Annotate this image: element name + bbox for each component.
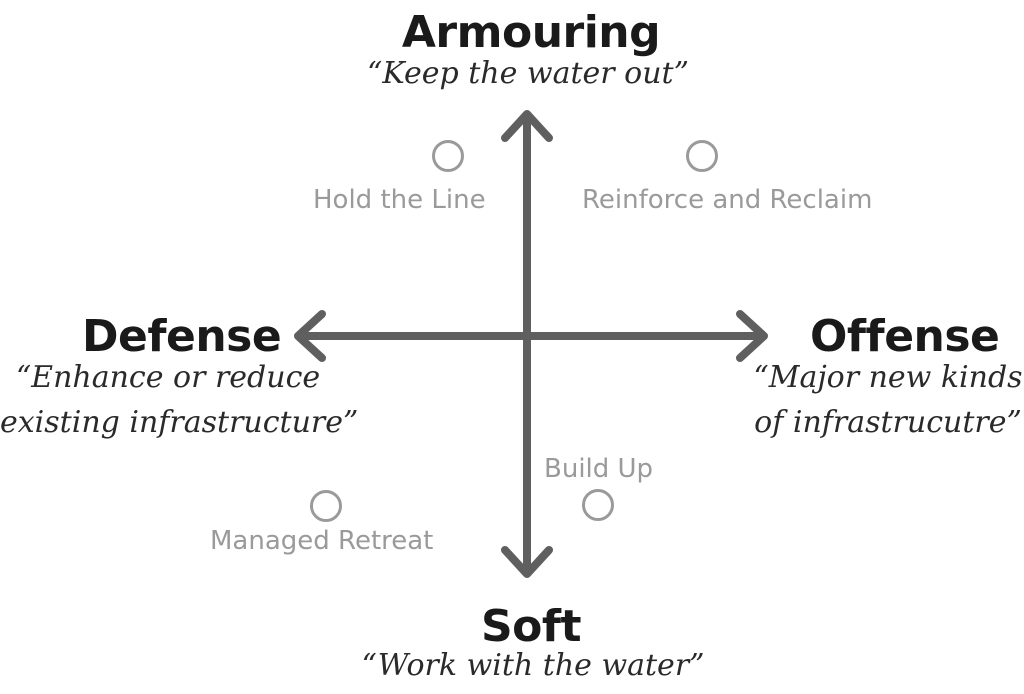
- defense-title: Defense: [82, 311, 282, 362]
- build-up-marker: [582, 489, 614, 521]
- soft-subtitle: “Work with the water”: [361, 648, 705, 683]
- hold-the-line-marker: [432, 140, 464, 172]
- soft-title: Soft: [480, 601, 582, 652]
- managed-retreat-marker: [310, 490, 342, 522]
- armouring-subtitle: “Keep the water out”: [367, 56, 689, 91]
- arrowhead-right: [736, 310, 768, 362]
- managed-retreat-label: Managed Retreat: [210, 526, 434, 556]
- defense-subtitle-line2: existing infrastructure”: [0, 405, 359, 440]
- offense-title: Offense: [810, 311, 1000, 362]
- reinforce-and-reclaim-marker: [686, 140, 718, 172]
- offense-subtitle-line1: “Major new kinds: [753, 360, 1023, 395]
- armouring-title: Armouring: [401, 7, 661, 58]
- offense-subtitle-line2: of infrastrucutre”: [754, 405, 1022, 440]
- defense-subtitle-line1: “Enhance or reduce: [15, 360, 321, 395]
- build-up-label: Build Up: [544, 454, 654, 484]
- arrowhead-left: [294, 310, 326, 362]
- arrowhead-up: [501, 110, 553, 142]
- arrowhead-down: [501, 546, 553, 578]
- reinforce-and-reclaim-label: Reinforce and Reclaim: [582, 185, 873, 215]
- hold-the-line-label: Hold the Line: [313, 185, 486, 215]
